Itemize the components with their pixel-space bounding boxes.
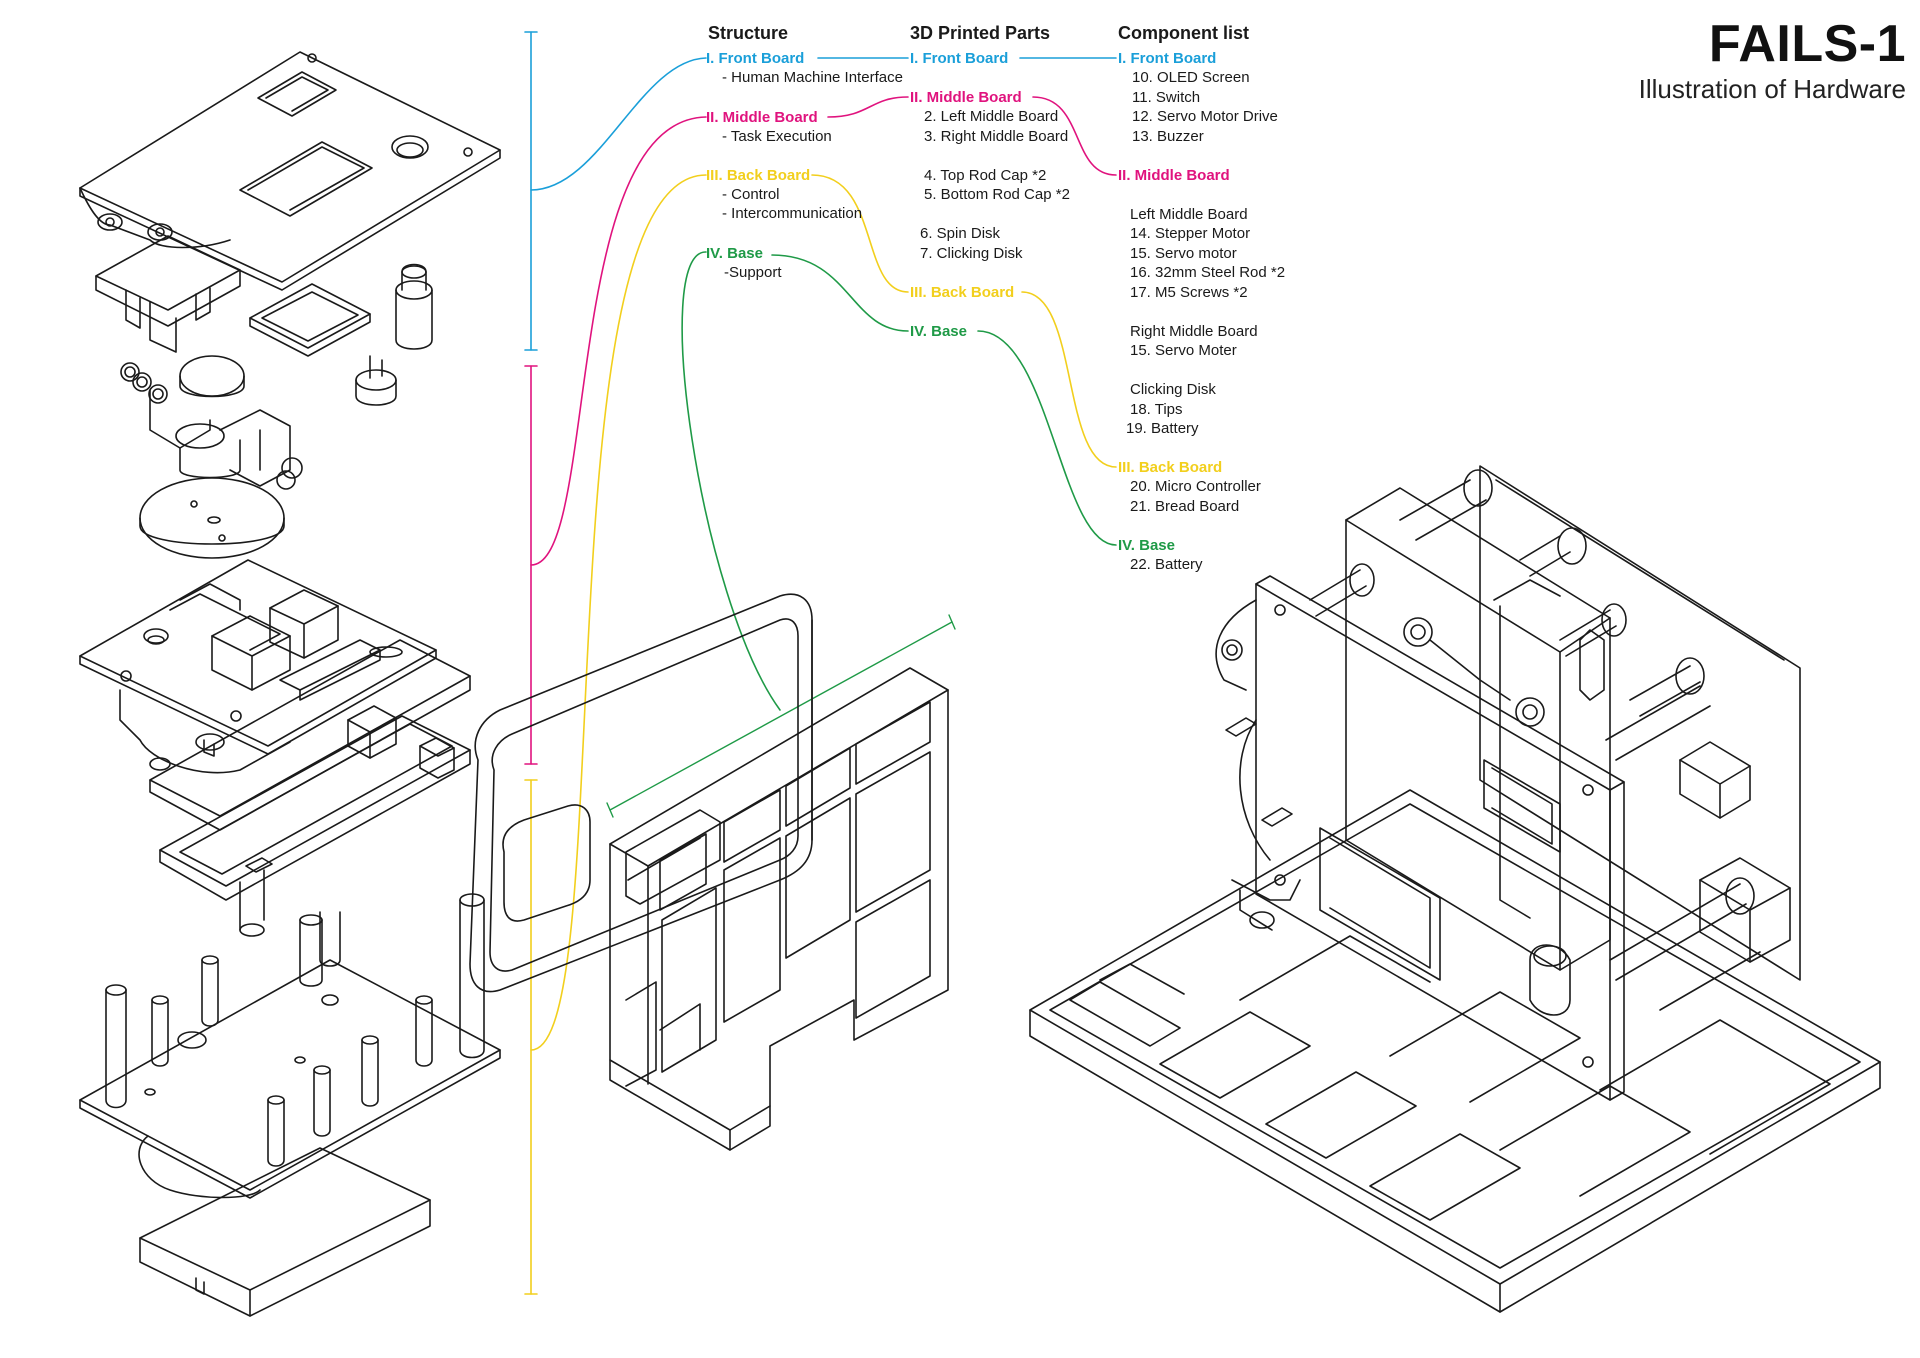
components-back-board: III. Back Board (1118, 459, 1223, 476)
structure-back-board: III. Back Board (706, 167, 811, 184)
structure-front-desc: - Human Machine Interface (722, 69, 903, 86)
printed-front-board: I. Front Board (910, 50, 1009, 67)
assembled-structure (1215, 465, 1801, 1101)
component-item: 11. Switch (1132, 89, 1201, 106)
structure-middle-board: II. Middle Board (706, 109, 818, 126)
connector-base (681, 251, 781, 711)
printed-middle-board: II. Middle Board (910, 89, 1022, 106)
connector-back (530, 174, 707, 1051)
component-item: 19. Battery (1126, 420, 1199, 437)
component-item: 15. Servo motor (1130, 245, 1237, 262)
printed-item: 5. Bottom Rod Cap *2 (924, 186, 1070, 203)
component-item: 10. OLED Screen (1132, 69, 1250, 86)
component-subheading: Right Middle Board (1130, 323, 1258, 340)
front-board-plate (79, 51, 501, 291)
component-item: 21. Bread Board (1130, 498, 1240, 515)
section-brackets (524, 31, 538, 1295)
back-board (149, 639, 471, 967)
component-item: 18. Tips (1130, 401, 1183, 418)
printed-item: 4. Top Rod Cap *2 (924, 167, 1047, 184)
component-item: 16. 32mm Steel Rod *2 (1130, 264, 1286, 281)
component-item: 13. Buzzer (1132, 128, 1204, 145)
page-title: FAILS-1 (1708, 15, 1906, 73)
assembled-base-tray (1029, 789, 1881, 1313)
page-subtitle: Illustration of Hardware (1638, 74, 1906, 104)
structure-base: IV. Base (706, 245, 763, 262)
printed-back-board: III. Back Board (910, 284, 1015, 301)
back-shell (469, 593, 813, 993)
clicking-assembly (120, 355, 303, 490)
component-item: 20. Micro Controller (1130, 478, 1261, 495)
structure-middle-desc: - Task Execution (722, 128, 832, 145)
connector-curves (530, 57, 1117, 1051)
structure-base-desc: -Support (724, 264, 782, 281)
base-plate (79, 893, 501, 1199)
printed-item: 7. Clicking Disk (920, 245, 1023, 262)
component-item: 17. M5 Screws *2 (1130, 284, 1248, 301)
component-item: 22. Battery (1130, 556, 1203, 573)
components-front-board: I. Front Board (1118, 50, 1217, 67)
middle-board (79, 559, 437, 774)
base-dimension-line (606, 614, 956, 818)
printed-item: 2. Left Middle Board (924, 108, 1059, 125)
structure-back-desc-2: - Intercommunication (722, 205, 863, 222)
connector-middle (530, 116, 707, 566)
connector-front (530, 57, 707, 191)
spin-disk (139, 477, 285, 559)
structure-heading: Structure (708, 23, 789, 43)
component-item: 12. Servo Motor Drive (1132, 108, 1278, 125)
components-middle-board: II. Middle Board (1118, 167, 1230, 184)
structure-back-desc-1: - Control (722, 186, 780, 203)
printed-item: 3. Right Middle Board (924, 128, 1069, 145)
base-frame (609, 667, 949, 1151)
component-subheading: Left Middle Board (1130, 206, 1248, 223)
printed-heading: 3D Printed Parts (910, 23, 1051, 43)
component-item: 14. Stepper Motor (1130, 225, 1251, 242)
structure-front-board: I. Front Board (706, 50, 805, 67)
battery-block (139, 1147, 431, 1317)
components-base: IV. Base (1118, 537, 1175, 554)
printed-item: 6. Spin Disk (920, 225, 1001, 242)
component-subheading: Clicking Disk (1130, 381, 1216, 398)
printed-base: IV. Base (910, 323, 967, 340)
component-item: 15. Servo Moter (1130, 342, 1237, 359)
components-heading: Component list (1118, 23, 1249, 43)
front-board-components (95, 235, 433, 406)
